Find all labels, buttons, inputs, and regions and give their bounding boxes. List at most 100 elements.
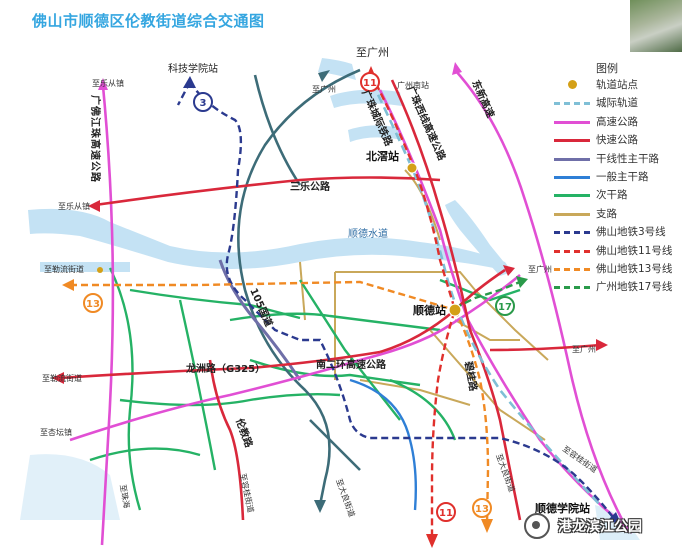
badge-line-3: 3 bbox=[193, 92, 213, 112]
station-lunjiao-small bbox=[97, 267, 103, 273]
expressway-arrows bbox=[98, 62, 632, 534]
label-nan2huan: 南二环高速公路 bbox=[316, 358, 387, 371]
legend-label: 快速公路 bbox=[596, 134, 638, 147]
label-to-guangzhou-right: 至广州 bbox=[528, 264, 552, 274]
legend-swatch bbox=[554, 139, 590, 143]
wechat-logo-icon bbox=[524, 513, 550, 539]
legend-label: 支路 bbox=[596, 207, 617, 220]
fast-road-arrows bbox=[52, 200, 608, 384]
label-biwei-road: 碧桂路 bbox=[462, 359, 480, 393]
metro-line-17 bbox=[454, 280, 521, 310]
svg-text:11: 11 bbox=[439, 508, 453, 519]
legend-label: 广州地铁17号线 bbox=[596, 281, 673, 294]
main-arterials bbox=[237, 68, 361, 506]
label-longzhou-road: 龙洲路（G325） bbox=[185, 362, 265, 375]
label-to-lecong-left: 至乐从镇 bbox=[58, 201, 90, 211]
label-to-leliu-1: 至勒流街道 bbox=[44, 264, 84, 274]
legend-swatch bbox=[554, 249, 590, 253]
legend-swatch bbox=[554, 267, 590, 271]
legend-item: 干线性主干路 bbox=[554, 150, 682, 168]
legend-label: 佛山地铁13号线 bbox=[596, 262, 673, 275]
misc-arrows bbox=[314, 70, 330, 513]
legend-swatch bbox=[554, 102, 590, 106]
badge-line-13-bottom: 13 bbox=[472, 498, 492, 518]
corner-photo-thumbnail bbox=[630, 0, 682, 52]
station-shunde bbox=[448, 303, 462, 317]
metro-line-11 bbox=[369, 73, 457, 540]
label-to-guangzhou-top: 至广州 bbox=[356, 46, 389, 59]
svg-text:17: 17 bbox=[498, 302, 512, 313]
legend-item: 广州地铁17号线 bbox=[554, 278, 682, 296]
label-dongxin: 东新高速 bbox=[469, 78, 497, 120]
legend-item: 佛山地铁11号线 bbox=[554, 242, 682, 260]
label-shunde-station: 顺德站 bbox=[413, 303, 446, 317]
label-to-daliang-2: 至大良街道 bbox=[494, 452, 517, 493]
badge-line-11-bottom: 11 bbox=[436, 502, 456, 522]
station-beijiao bbox=[406, 162, 418, 174]
branch-roads bbox=[299, 169, 549, 441]
metro-line-3 bbox=[176, 81, 616, 521]
legend-item: 次干路 bbox=[554, 186, 682, 204]
legend-swatch bbox=[568, 80, 577, 89]
legend-swatch bbox=[554, 175, 590, 179]
legend-label: 一般主干路 bbox=[596, 170, 649, 183]
watermark: 港龙滨江公园 bbox=[524, 513, 642, 539]
svg-text:11: 11 bbox=[363, 78, 377, 89]
legend-label: 城际轨道 bbox=[596, 97, 638, 110]
legend-swatch bbox=[554, 286, 590, 290]
legend: 轨道站点城际轨道高速公路快速公路干线性主干路一般主干路次干路支路佛山地铁3号线佛… bbox=[554, 76, 682, 297]
label-to-lecong-top: 至乐从镇 bbox=[92, 78, 124, 88]
general-arterials bbox=[349, 378, 417, 511]
legend-swatch bbox=[554, 212, 590, 216]
badge-line-17: 17 bbox=[495, 296, 515, 316]
fast-roads bbox=[59, 79, 601, 521]
legend-label: 佛山地铁3号线 bbox=[596, 226, 666, 239]
legend-label: 佛山地铁11号线 bbox=[596, 244, 673, 257]
legend-swatch bbox=[554, 194, 590, 198]
legend-item: 轨道站点 bbox=[554, 76, 682, 94]
label-guangzhou-south: 广州南站 bbox=[397, 80, 429, 90]
legend-swatch bbox=[554, 231, 590, 235]
line-badges: 3 11 11 13 13 17 bbox=[83, 72, 515, 522]
badge-line-13-left: 13 bbox=[83, 293, 103, 313]
label-lunjiao-road: 伦教路 bbox=[233, 417, 256, 451]
legend-label: 轨道站点 bbox=[596, 79, 638, 91]
legend-item: 佛山地铁13号线 bbox=[554, 260, 682, 278]
legend-item: 支路 bbox=[554, 205, 682, 223]
legend-item: 城际轨道 bbox=[554, 94, 682, 112]
legend-item: 快速公路 bbox=[554, 131, 682, 149]
label-to-guangzhou-upper: 至广州 bbox=[312, 84, 336, 94]
legend-title: 图例 bbox=[596, 62, 618, 75]
label-beijiao: 北滘站 bbox=[366, 149, 399, 163]
road-105-line bbox=[218, 259, 302, 381]
rail-stations bbox=[97, 162, 462, 317]
label-to-zhuhai: 至珠海 bbox=[118, 484, 132, 509]
legend-label: 次干路 bbox=[596, 189, 628, 202]
label-to-guangzhou-east: 至广州 bbox=[572, 344, 596, 354]
legend-item: 一般主干路 bbox=[554, 168, 682, 186]
intercity-rail bbox=[370, 81, 601, 506]
svg-text:3: 3 bbox=[200, 98, 207, 109]
metro-arrows bbox=[62, 66, 622, 548]
svg-text:13: 13 bbox=[86, 299, 100, 310]
legend-swatch bbox=[554, 157, 590, 161]
map-labels: 至广州 广州南站 科技学院站 至广州 至乐从镇 至乐从镇 至勒流街道 至勒流街道… bbox=[40, 46, 599, 518]
svg-text:13: 13 bbox=[475, 504, 489, 515]
legend-label: 干线性主干路 bbox=[596, 152, 659, 165]
label-to-leliu-2: 至勒流街道 bbox=[42, 373, 82, 383]
label-to-xingtan: 至杏坛镇 bbox=[40, 427, 72, 437]
label-to-daliang: 至大良街道 bbox=[334, 477, 357, 518]
label-tech-college: 科技学院站 bbox=[168, 62, 218, 75]
legend-item: 高速公路 bbox=[554, 113, 682, 131]
map-title: 佛山市顺德区伦教街道综合交通图 bbox=[32, 12, 265, 30]
legend-item: 佛山地铁3号线 bbox=[554, 223, 682, 241]
label-river: 顺德水道 bbox=[348, 227, 388, 240]
label-shunde-college: 顺德学院站 bbox=[535, 501, 590, 515]
label-sanle-road: 三乐公路 bbox=[290, 180, 331, 193]
water-bodies bbox=[20, 58, 640, 540]
label-guangfo-expressway: 广佛江珠高速公路 bbox=[89, 95, 102, 183]
watermark-text: 港龙滨江公园 bbox=[558, 519, 642, 535]
legend-swatch bbox=[554, 120, 590, 124]
badge-line-11-top: 11 bbox=[360, 72, 380, 92]
